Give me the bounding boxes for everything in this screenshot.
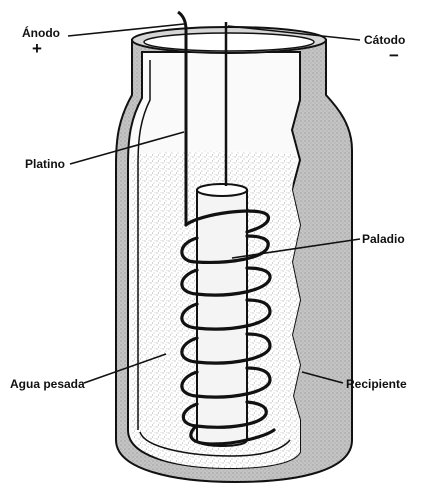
anode-label: Ánodo bbox=[22, 27, 60, 39]
platinum-label: Platino bbox=[25, 158, 65, 170]
anode-sign: + bbox=[32, 40, 42, 57]
palladium-rod bbox=[197, 190, 247, 446]
palladium-label: Paladio bbox=[362, 233, 405, 245]
container-mouth bbox=[144, 33, 314, 51]
cathode-sign: − bbox=[389, 47, 399, 64]
heavy-water-label: Agua pesada bbox=[10, 378, 85, 390]
palladium-rod-top bbox=[197, 184, 247, 196]
container-label: Recipiente bbox=[346, 378, 407, 390]
cathode-label: Cátodo bbox=[364, 34, 405, 46]
